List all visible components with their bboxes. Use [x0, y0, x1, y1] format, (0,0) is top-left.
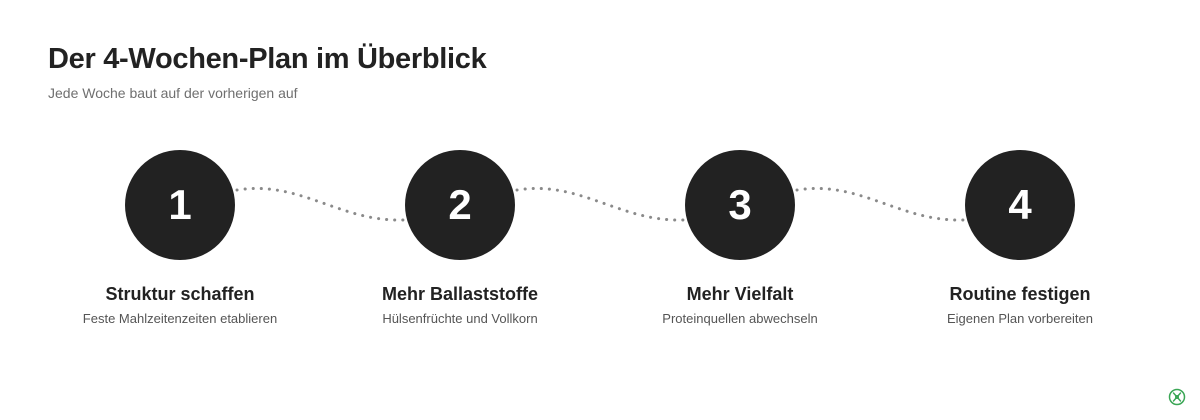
step-description: Feste Mahlzeitenzeiten etablieren — [82, 311, 278, 326]
step-title: Struktur schaffen — [105, 284, 255, 304]
step-2: 2 Mehr Ballaststoffe Hülsenfrüchte und V… — [340, 150, 580, 328]
step-description: Proteinquellen abwechseln — [662, 311, 818, 326]
page-title: Der 4-Wochen-Plan im Überblick — [48, 43, 487, 75]
step-circle: 1 — [125, 150, 235, 260]
step-4: 4 Routine festigen Eigenen Plan vorberei… — [900, 150, 1140, 328]
step-circle: 3 — [685, 150, 795, 260]
step-title: Mehr Vielfalt — [686, 284, 794, 304]
step-number: 4 — [1008, 181, 1032, 228]
step-number: 2 — [448, 181, 472, 228]
step-title: Mehr Ballaststoffe — [381, 284, 539, 304]
step-1: 1 Struktur schaffen Feste Mahlzeitenzeit… — [60, 150, 300, 328]
step-title: Routine festigen — [949, 284, 1091, 304]
step-description: Eigenen Plan vorbereiten — [947, 311, 1093, 326]
green-circle-logo-icon — [1168, 388, 1186, 406]
step-number: 1 — [168, 181, 192, 228]
step-description: Hülsenfrüchte und Vollkorn — [382, 311, 538, 326]
step-number: 3 — [728, 181, 752, 228]
step-circle: 2 — [405, 150, 515, 260]
step-3: 3 Mehr Vielfalt Proteinquellen abwechsel… — [620, 150, 860, 328]
page-subtitle: Jede Woche baut auf der vorherigen auf — [48, 85, 298, 101]
step-circle: 4 — [965, 150, 1075, 260]
